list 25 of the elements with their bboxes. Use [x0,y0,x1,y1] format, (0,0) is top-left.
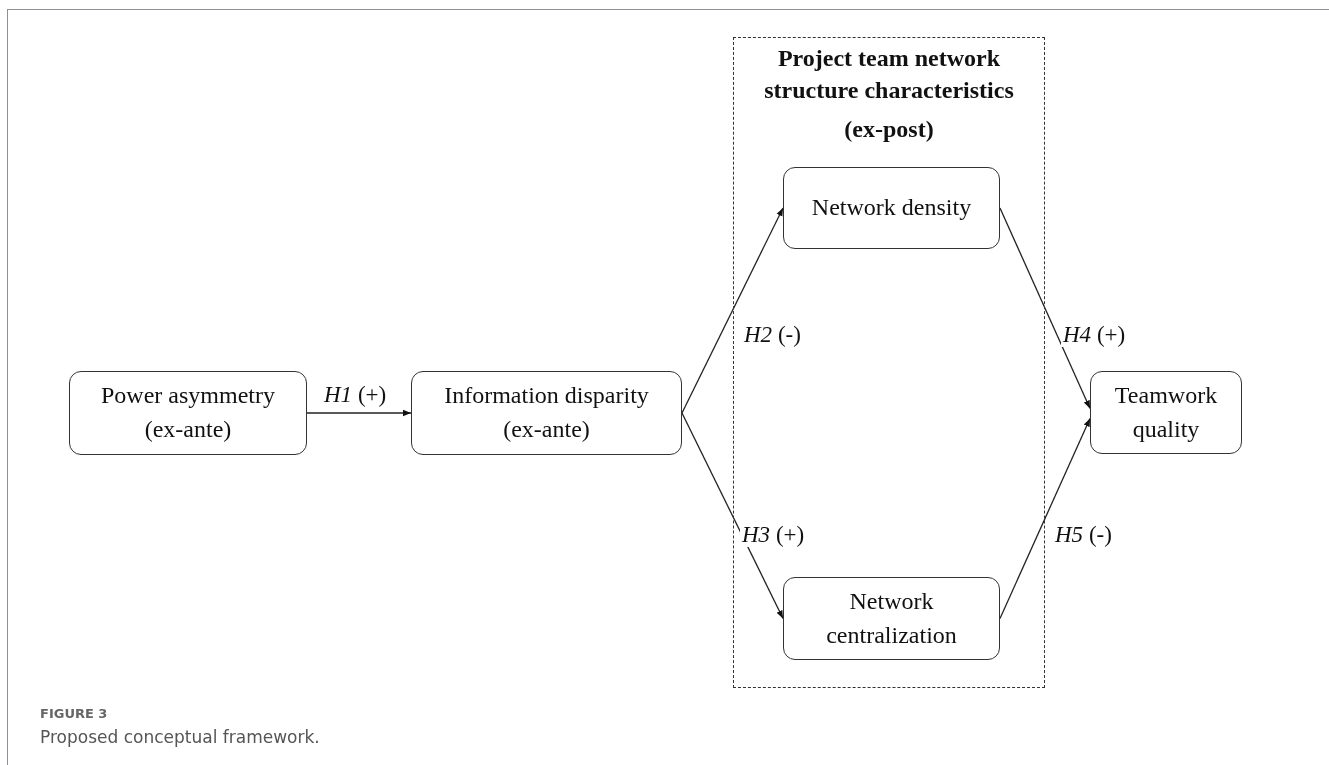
group-title: Project team network structure characteristics [763,44,1015,106]
edge-label: H1 (+) [322,382,389,408]
concept-box [69,371,307,455]
dashed-group-box [733,37,1045,688]
concept-label: Network centralization [825,586,958,650]
concept-box [783,577,1000,660]
group-title: (ex-post) [844,114,934,144]
concept-label: Information disparity (ex-ante) [443,381,650,444]
arrow [999,207,1091,410]
edge-label: H3 (+) [740,522,807,548]
arrow [681,207,784,414]
arrow [999,417,1091,620]
concept-label: Teamwork quality [1113,380,1219,444]
concept-box [411,371,682,455]
edge-label: H5 (-) [1053,522,1114,548]
concept-label: Power asymmetry (ex-ante) [100,381,276,444]
figure-number: FIGURE 3 [40,706,108,721]
edge-label: H4 (+) [1061,322,1128,348]
arrow [681,412,784,620]
concept-box [783,167,1000,249]
figure-caption: Proposed conceptual framework. [40,727,320,747]
concept-label: Network density [810,193,973,223]
edge-label: H2 (-) [742,322,803,348]
arrow [306,409,412,417]
concept-box [1090,371,1242,454]
